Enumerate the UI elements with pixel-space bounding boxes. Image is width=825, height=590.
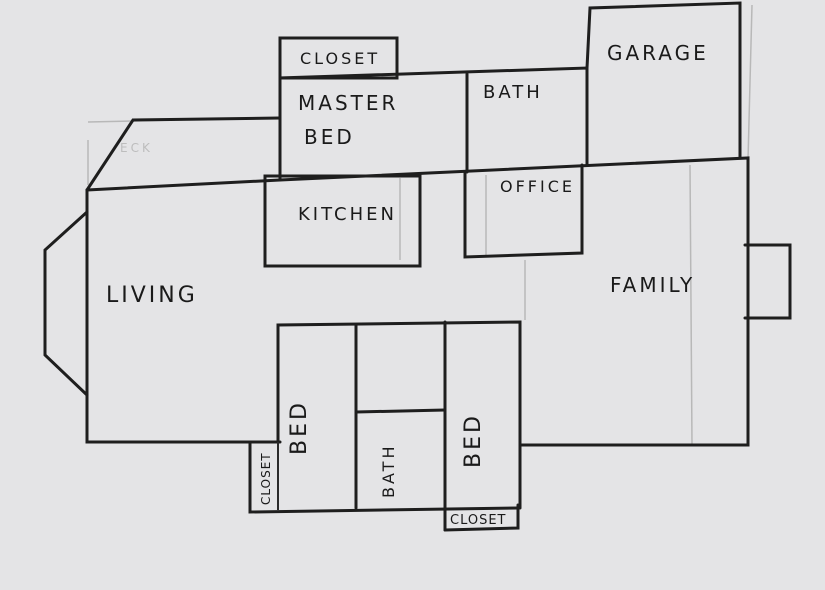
closet-left-label: CLOSET <box>259 452 273 505</box>
bath-top-label: BATH <box>483 82 543 103</box>
bed-left-label: BED <box>287 400 312 455</box>
lower-rooms <box>248 320 522 532</box>
exterior-walls <box>43 116 792 447</box>
bed-right-label: BED <box>461 413 486 468</box>
living-label: LIVING <box>106 283 198 308</box>
deck-erased-label: ECK <box>120 141 153 155</box>
family-label: FAMILY <box>610 273 695 297</box>
closet-bottom-label: CLOSET <box>450 513 507 528</box>
upper-rooms <box>263 1 742 268</box>
office-label: OFFICE <box>500 177 575 196</box>
master-bed-label-line1: MASTER <box>298 91 398 115</box>
garage-label: GARAGE <box>607 41 709 65</box>
master-bed-label-line2: BED <box>304 125 355 149</box>
erased-guidelines <box>87 4 753 446</box>
kitchen-label: KITCHEN <box>298 204 397 225</box>
closet-top-label: CLOSET <box>300 49 380 68</box>
bath-bottom-label: BATH <box>379 444 398 498</box>
